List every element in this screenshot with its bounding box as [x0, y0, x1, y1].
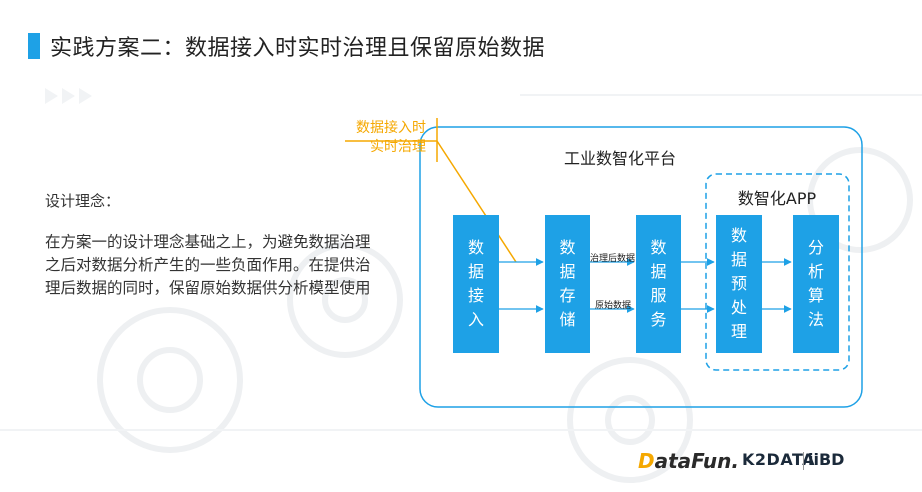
- platform-container: [419, 126, 863, 408]
- block-char: 储: [559, 310, 576, 329]
- block-data-service: 数 据 服 务: [636, 215, 681, 353]
- block-char: 服: [650, 286, 667, 305]
- page-title: 实践方案二：数据接入时实时治理且保留原始数据: [50, 36, 546, 61]
- block-char: 据: [559, 262, 576, 281]
- platform-label: 工业数智化平台: [563, 149, 676, 168]
- block-char: 据: [467, 262, 484, 281]
- block-char: 据: [650, 262, 667, 281]
- block-char: 务: [650, 310, 667, 329]
- annotation-pointer: [345, 118, 517, 263]
- datafun-logo: DataFun.: [638, 449, 739, 473]
- app-group-container: [705, 173, 850, 371]
- flow-label-raw: 原始数据: [595, 301, 632, 311]
- concept-heading: 设计理念：: [45, 192, 121, 210]
- block-char: 入: [467, 310, 484, 329]
- block-analysis-algorithm: 分 析 算 法: [793, 215, 839, 353]
- flow-label-governed: 治理后数据: [590, 254, 636, 264]
- datafun-logo-rest: ataFun.: [654, 449, 739, 473]
- title-accent-bar: [28, 33, 40, 59]
- block-data-preprocess: 数 据 预 处 理: [716, 215, 762, 353]
- k2data-logo: K2DATA: [742, 450, 816, 469]
- block-char: 算: [807, 286, 824, 305]
- block-char: 接: [467, 286, 484, 305]
- block-data-storage: 数 据 存 储: [545, 215, 590, 353]
- block-char: 数: [730, 226, 747, 245]
- block-char: 数: [650, 238, 667, 257]
- concept-body: 在方案一的设计理念基础之上，为避免数据治理之后对数据分析产生的一些负面作用。在提…: [45, 233, 371, 297]
- app-group-label: 数智化APP: [737, 189, 817, 208]
- block-char: 处: [730, 298, 747, 317]
- governance-annotation: 数据接入时 实时治理: [330, 119, 426, 157]
- logo-divider: [803, 452, 804, 470]
- iibd-logo: iiBD: [808, 450, 845, 469]
- block-char: 存: [559, 286, 576, 305]
- block-data-ingest: 数 据 接 入: [453, 215, 499, 353]
- datafun-logo-prefix: D: [638, 449, 655, 473]
- block-char: 数: [559, 238, 576, 257]
- block-char: 法: [807, 310, 824, 329]
- block-char: 预: [730, 274, 747, 293]
- flow-arrows: [499, 258, 792, 313]
- block-char: 析: [807, 262, 824, 281]
- block-char: 数: [467, 238, 484, 257]
- block-char: 分: [807, 238, 824, 257]
- annotation-line-1: 数据接入时: [356, 120, 426, 136]
- block-char: 理: [730, 322, 747, 341]
- annotation-line-2: 实时治理: [370, 139, 426, 155]
- block-char: 据: [730, 250, 747, 269]
